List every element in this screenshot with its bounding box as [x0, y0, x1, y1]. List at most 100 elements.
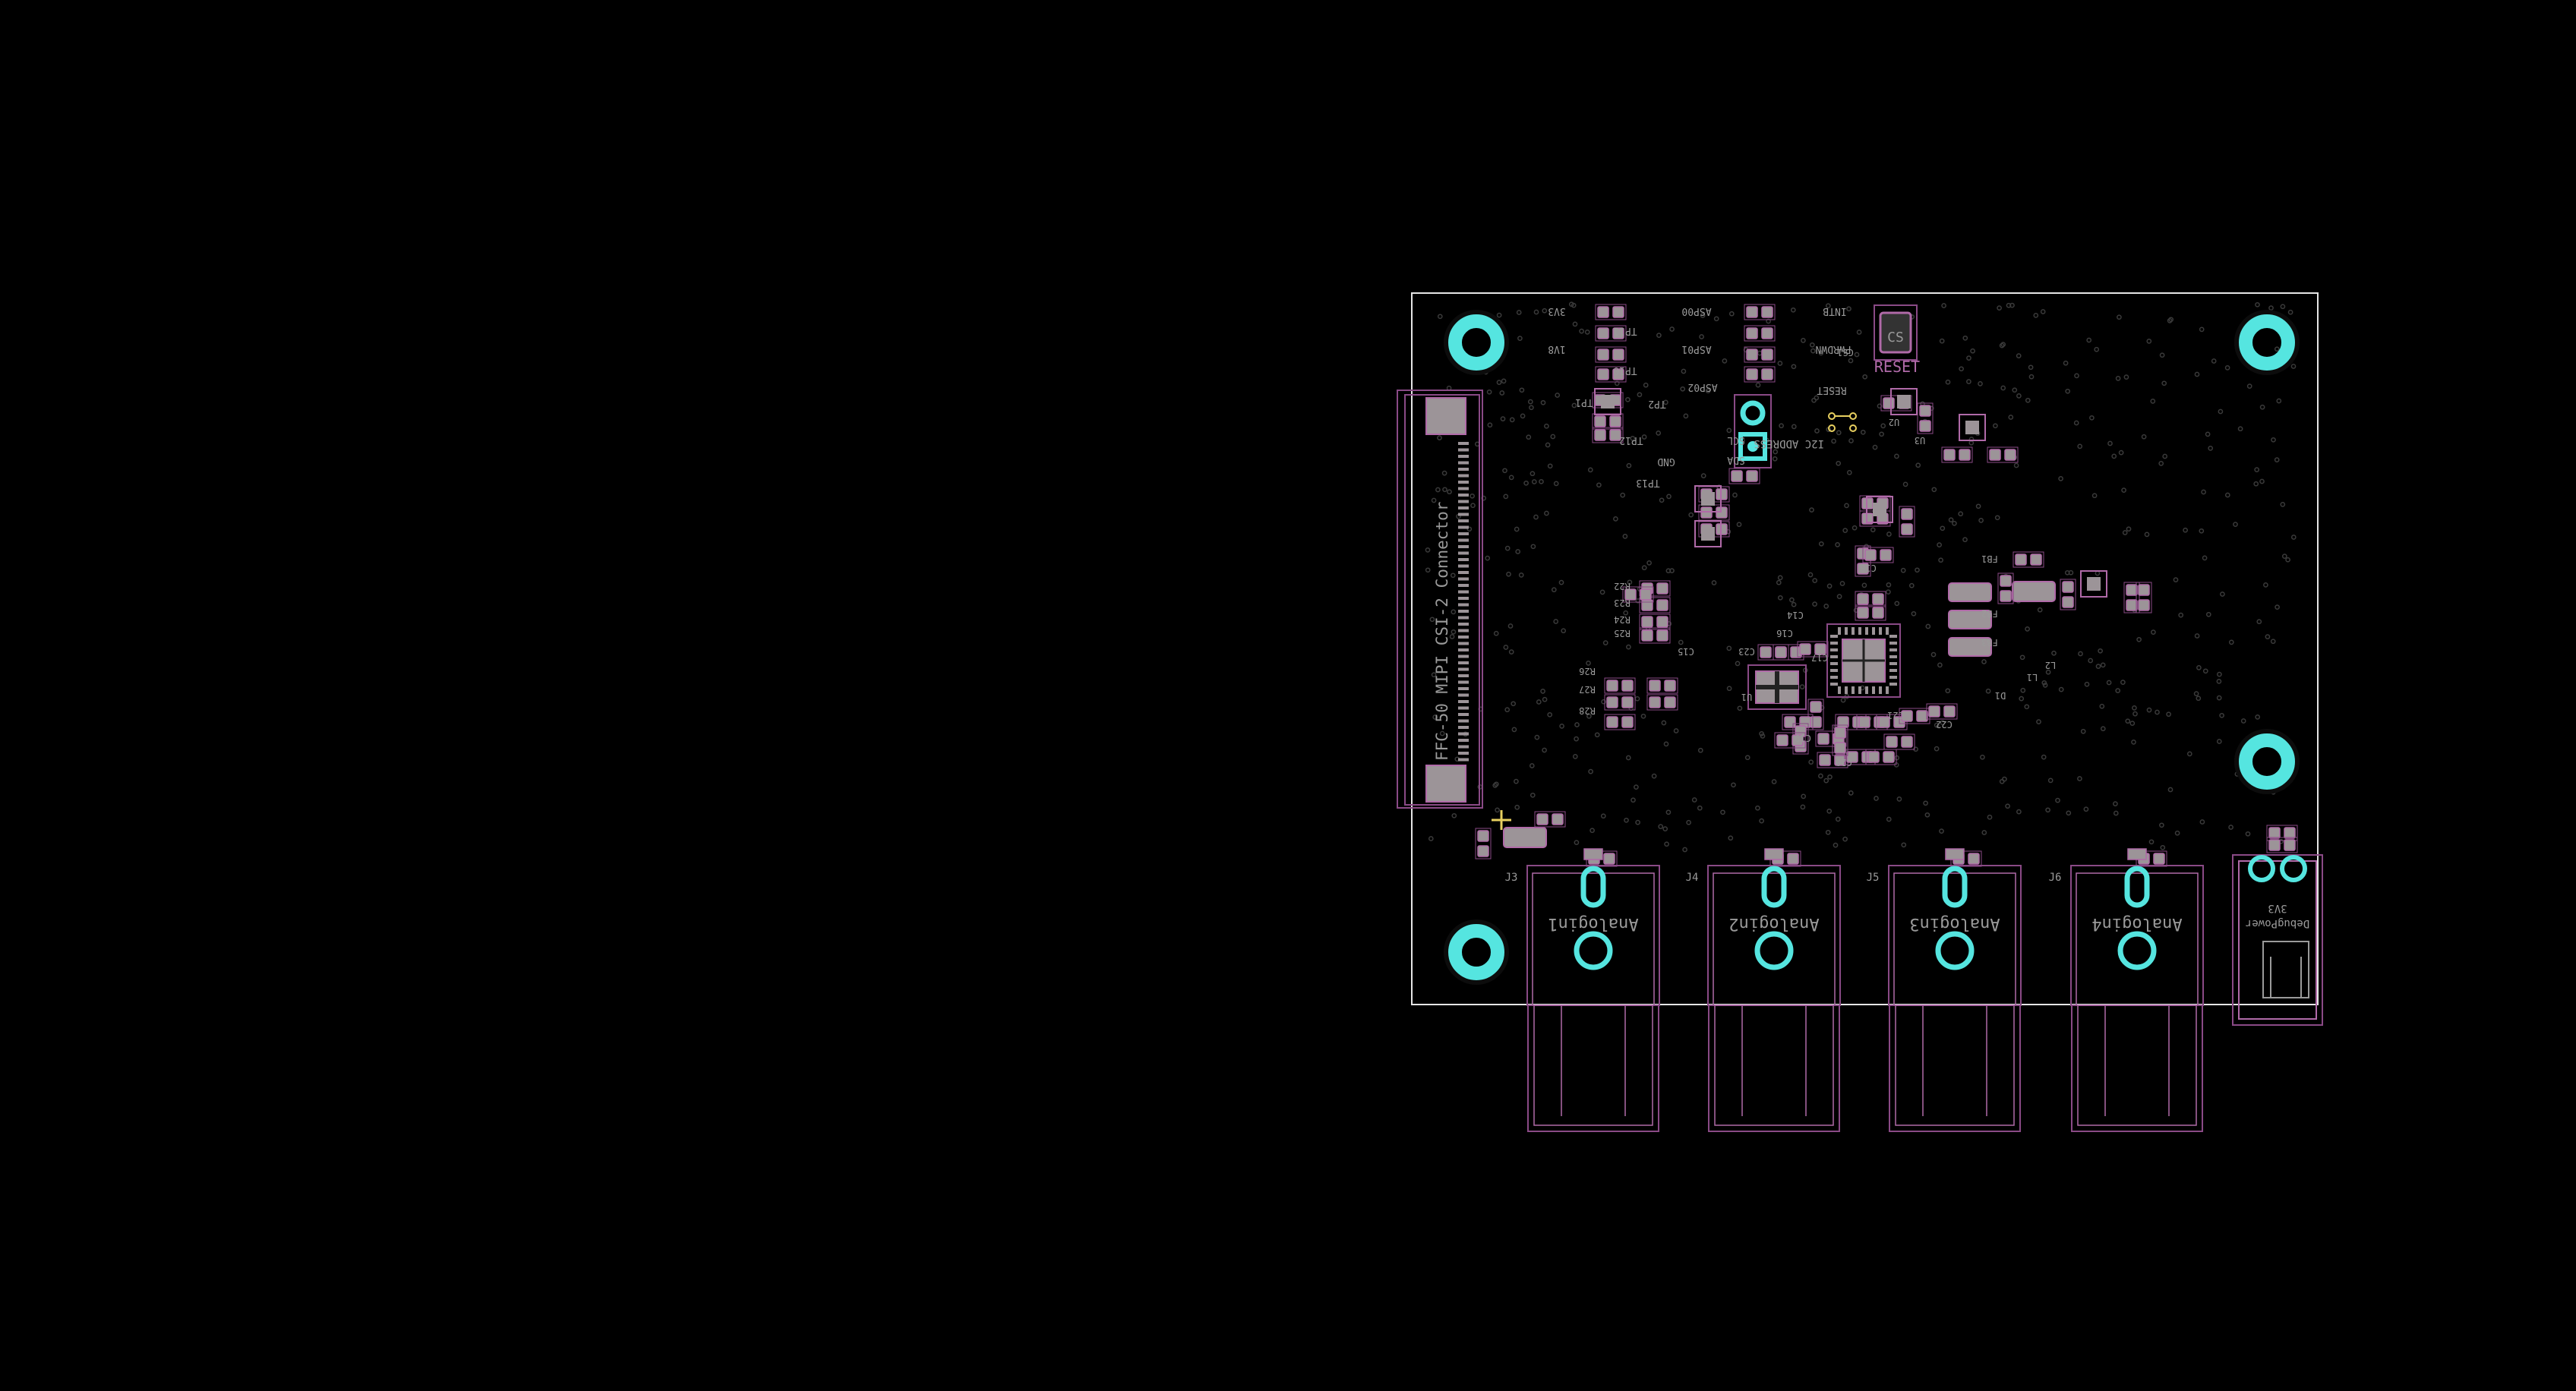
- via: [2290, 364, 2297, 369]
- ffc-connector[interactable]: FFC-50 MIPI CSI-2 Connector: [1397, 390, 1483, 809]
- smd-passive[interactable]: [1646, 694, 1678, 711]
- main-ic-qfn[interactable]: [1826, 623, 1901, 698]
- smd-passive[interactable]: [1926, 703, 1958, 720]
- small-ic[interactable]: [1866, 496, 1893, 523]
- smd-courtyard: [1595, 346, 1627, 363]
- via: [1626, 462, 1632, 468]
- smd-passive[interactable]: [1744, 325, 1776, 342]
- ffc-pin: [1458, 739, 1469, 742]
- jumper-header[interactable]: [1734, 394, 1772, 468]
- via: [1437, 314, 1443, 320]
- smd-passive[interactable]: [1595, 325, 1627, 342]
- via: [1937, 662, 1943, 668]
- via: [1470, 493, 1475, 499]
- smd-passive[interactable]: [1595, 346, 1627, 363]
- smd-passive[interactable]: [1604, 714, 1636, 730]
- smd-pad: [1919, 420, 1931, 432]
- smd-passive[interactable]: [1592, 427, 1624, 443]
- small-ic[interactable]: [2080, 570, 2107, 598]
- smd-courtyard: [2012, 551, 2044, 568]
- via: [1470, 503, 1476, 509]
- smd-passive[interactable]: [1797, 641, 1829, 658]
- debug-power-header[interactable]: DebugPower 3V3: [2232, 854, 2323, 1026]
- smd-pad: [1857, 607, 1869, 619]
- small-ic[interactable]: [1694, 485, 1722, 513]
- smd-passive[interactable]: [2136, 582, 2152, 613]
- smd-passive[interactable]: [1475, 828, 1492, 860]
- smd-passive[interactable]: [1997, 572, 2014, 604]
- smd-passive[interactable]: [2266, 825, 2298, 841]
- ffc-pin: [1458, 571, 1469, 574]
- smd-passive[interactable]: [1987, 446, 2019, 463]
- small-ic[interactable]: [1594, 388, 1621, 415]
- smd-passive[interactable]: [1639, 627, 1671, 644]
- via: [1900, 567, 1906, 573]
- smd-pad: [1761, 349, 1773, 361]
- qfn-pad: [1889, 642, 1897, 645]
- via: [1449, 634, 1455, 639]
- small-ic[interactable]: [1959, 414, 1986, 441]
- smd-passive[interactable]: [1604, 694, 1636, 711]
- via: [2246, 383, 2252, 389]
- secondary-ic[interactable]: [1747, 664, 1807, 710]
- smd-passive[interactable]: [1646, 677, 1678, 694]
- smd-courtyard: [1865, 749, 1897, 765]
- via: [2290, 535, 2297, 540]
- ffc-pin: [1458, 590, 1469, 594]
- smd-passive[interactable]: [1899, 708, 1930, 724]
- smd-passive[interactable]: [1773, 644, 1804, 661]
- smd-passive[interactable]: [1595, 304, 1627, 320]
- via: [1861, 582, 1867, 588]
- i2c-address-jumper[interactable]: I2C ADDRESS: [1754, 412, 1857, 449]
- small-ic[interactable]: [1694, 520, 1722, 547]
- smd-passive[interactable]: [1595, 366, 1627, 383]
- smd-passive[interactable]: [1832, 724, 1848, 756]
- via: [1550, 434, 1556, 440]
- smd-passive[interactable]: [2060, 579, 2076, 610]
- ferrite-beads[interactable]: [1503, 581, 2056, 848]
- smd-passive[interactable]: [1865, 749, 1897, 765]
- via: [1713, 316, 1719, 322]
- jack-barrel-inner: [1714, 1005, 1834, 1126]
- smd-passive[interactable]: [1917, 402, 1934, 434]
- smd-passive[interactable]: [1728, 468, 1760, 484]
- via: [1637, 392, 1643, 398]
- smd-passive[interactable]: [1899, 506, 1915, 538]
- analog-jacks[interactable]: Analogin1J3Analogin2J4Analogin3J5Analogi…: [1505, 848, 2204, 1132]
- via: [1726, 427, 1732, 434]
- smd-passive[interactable]: [1774, 732, 1806, 749]
- smd-passive[interactable]: [1592, 413, 1624, 430]
- silk-ref-label: R25: [1614, 628, 1631, 639]
- smd-passive[interactable]: [1941, 446, 1973, 463]
- via: [1431, 672, 1437, 678]
- via: [2013, 462, 2019, 468]
- reset-button[interactable]: CS RESET: [1874, 304, 1920, 376]
- silk-ref-label: R23: [1614, 598, 1631, 608]
- via: [1835, 542, 1840, 547]
- via: [1779, 423, 1784, 429]
- smd-passive[interactable]: [1639, 613, 1671, 630]
- smd-passive[interactable]: [1855, 591, 1886, 607]
- smd-passive[interactable]: [2012, 551, 2044, 568]
- smd-passive[interactable]: [1534, 811, 1566, 828]
- smd-passive[interactable]: [1744, 346, 1776, 363]
- small-ic[interactable]: [1890, 388, 1918, 415]
- smd-passive[interactable]: [1883, 733, 1915, 750]
- smd-passive[interactable]: [2123, 582, 2140, 613]
- smd-passive[interactable]: [2266, 837, 2298, 853]
- smd-passive[interactable]: [1744, 366, 1776, 383]
- ffc-pin: [1458, 745, 1469, 749]
- smd-passive[interactable]: [1604, 677, 1636, 694]
- smd-passive[interactable]: [1744, 304, 1776, 320]
- smd-passive[interactable]: [1622, 586, 1654, 603]
- smd-passive[interactable]: [1855, 604, 1886, 621]
- smd-passive[interactable]: [1862, 547, 1894, 563]
- silk-test-label: ASP00: [1681, 305, 1711, 317]
- smd-pad: [1761, 327, 1773, 339]
- smd-pad: [1612, 306, 1624, 318]
